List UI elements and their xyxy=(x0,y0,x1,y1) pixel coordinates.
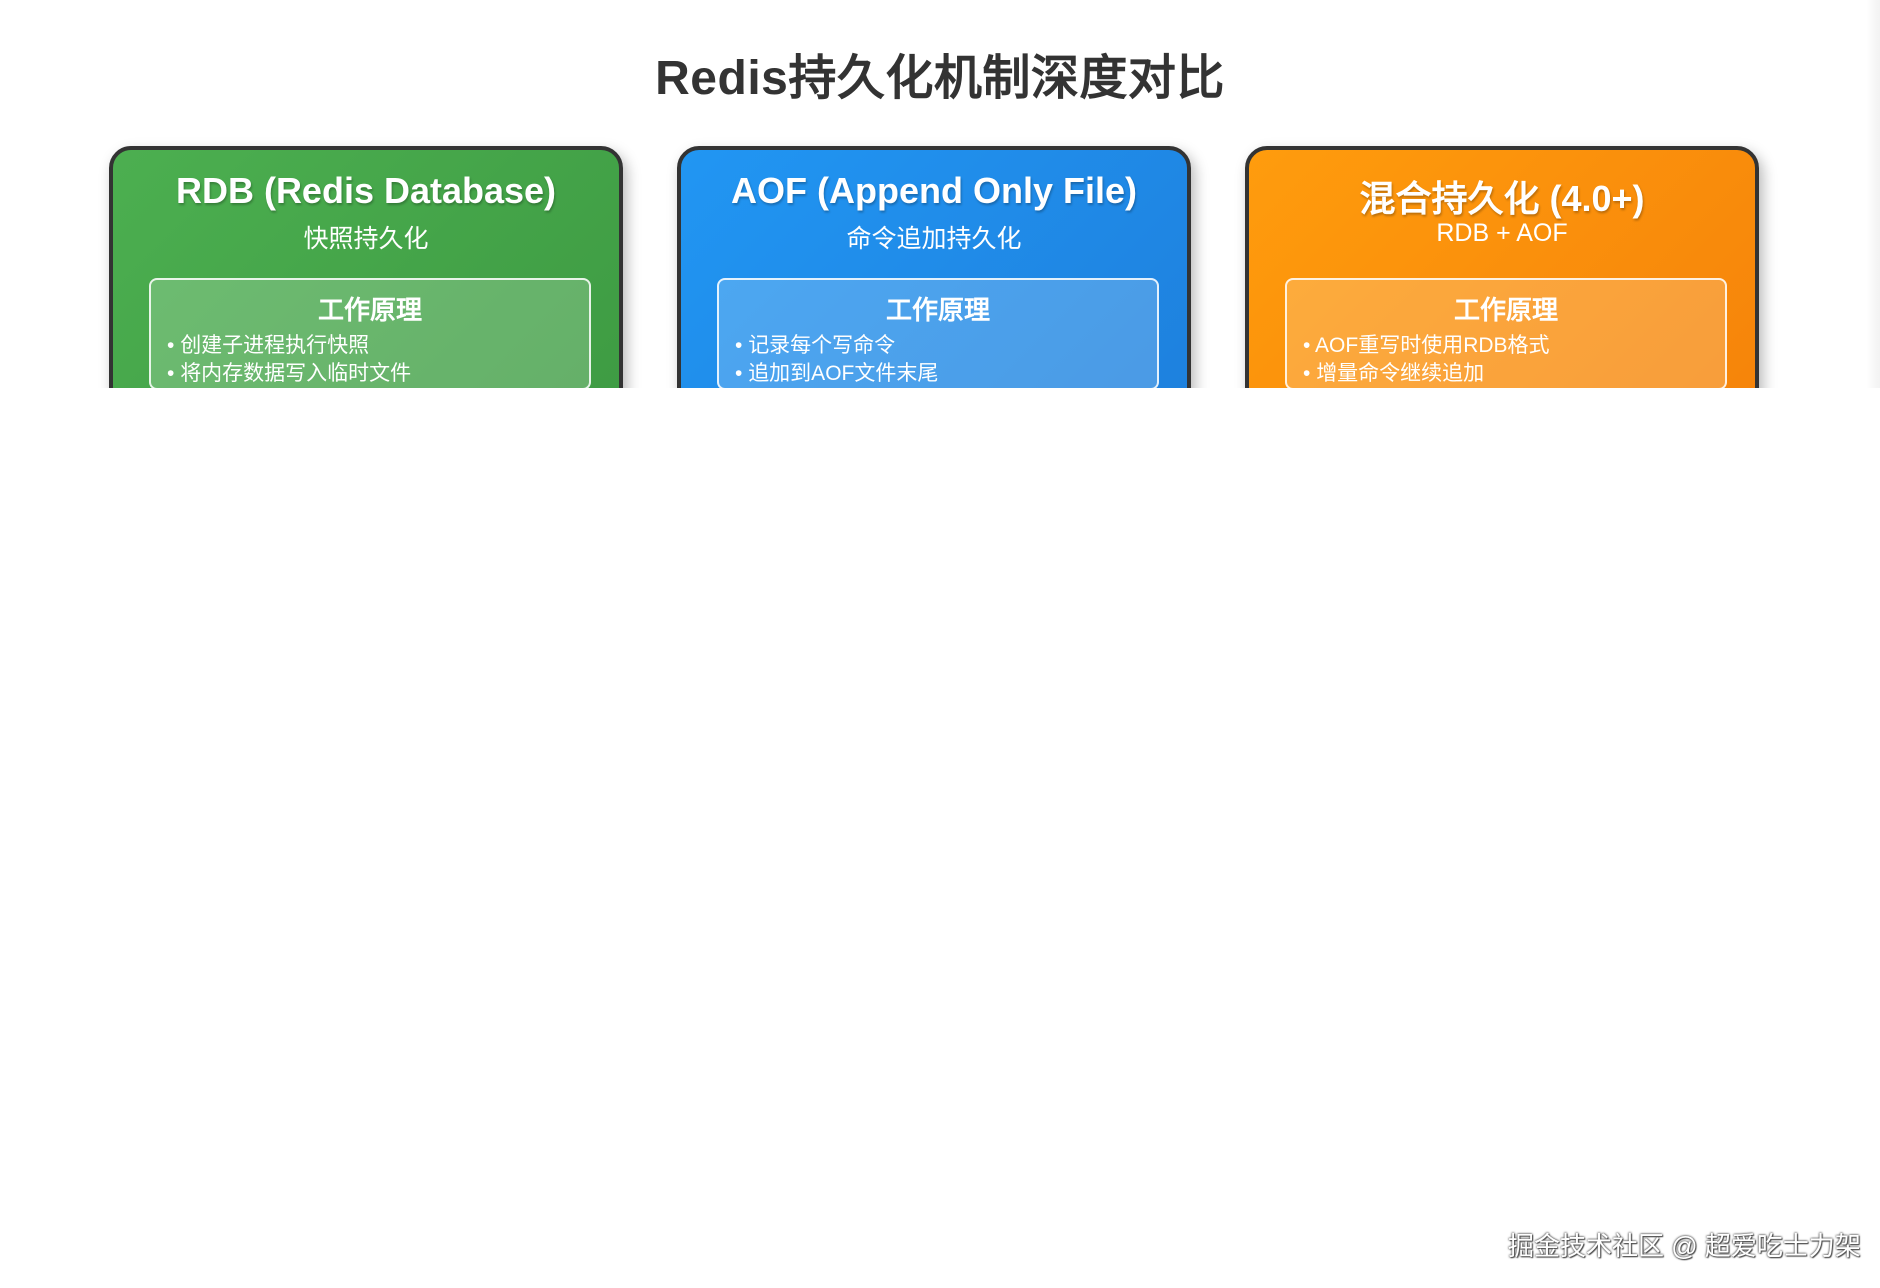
list-item: 追加到AOF文件末尾 xyxy=(735,360,938,388)
card-subtitle: 命令追加持久化 xyxy=(846,225,1022,253)
watermark: 掘金技术社区 @ 超爱吃士力架 xyxy=(1508,1231,1861,1261)
card-rdb: RDB (Redis Database) 快照持久化 工作原理 创建子进程执行快… xyxy=(109,146,623,388)
card-subtitle: 快照持久化 xyxy=(303,225,429,253)
panel-title: 工作原理 xyxy=(885,295,990,325)
list-item: AOF重写时使用RDB格式 xyxy=(1303,332,1550,360)
panel-title: 工作原理 xyxy=(1453,295,1558,325)
principle-list: 创建子进程执行快照 将内存数据写入临时文件 xyxy=(167,332,411,388)
principle-list: AOF重写时使用RDB格式 增量命令继续追加 xyxy=(1303,332,1550,388)
list-item: 增量命令继续追加 xyxy=(1303,360,1550,388)
principle-panel: 工作原理 记录每个写命令 追加到AOF文件末尾 xyxy=(717,278,1159,388)
card-mixed: 混合持久化 (4.0+) RDB + AOF 工作原理 AOF重写时使用RDB格… xyxy=(1245,146,1759,388)
card-subtitle: RDB + AOF xyxy=(1436,219,1568,247)
page-title: Redis持久化机制深度对比 xyxy=(655,52,1225,105)
principle-list: 记录每个写命令 追加到AOF文件末尾 xyxy=(735,332,938,388)
diagram-area: Redis持久化机制深度对比 RDB (Redis Database) 快照持久… xyxy=(0,0,1880,388)
card-title: AOF (Append Only File) xyxy=(731,170,1137,211)
card-title: 混合持久化 (4.0+) xyxy=(1359,178,1645,219)
principle-panel: 工作原理 AOF重写时使用RDB格式 增量命令继续追加 xyxy=(1285,278,1727,388)
card-aof: AOF (Append Only File) 命令追加持久化 工作原理 记录每个… xyxy=(677,146,1191,388)
list-item: 将内存数据写入临时文件 xyxy=(167,360,411,388)
list-item: 创建子进程执行快照 xyxy=(167,332,411,360)
edge-shade xyxy=(1866,0,1880,388)
list-item: 记录每个写命令 xyxy=(735,332,938,360)
panel-title: 工作原理 xyxy=(317,295,422,325)
principle-panel: 工作原理 创建子进程执行快照 将内存数据写入临时文件 xyxy=(149,278,591,388)
card-title: RDB (Redis Database) xyxy=(175,170,557,211)
